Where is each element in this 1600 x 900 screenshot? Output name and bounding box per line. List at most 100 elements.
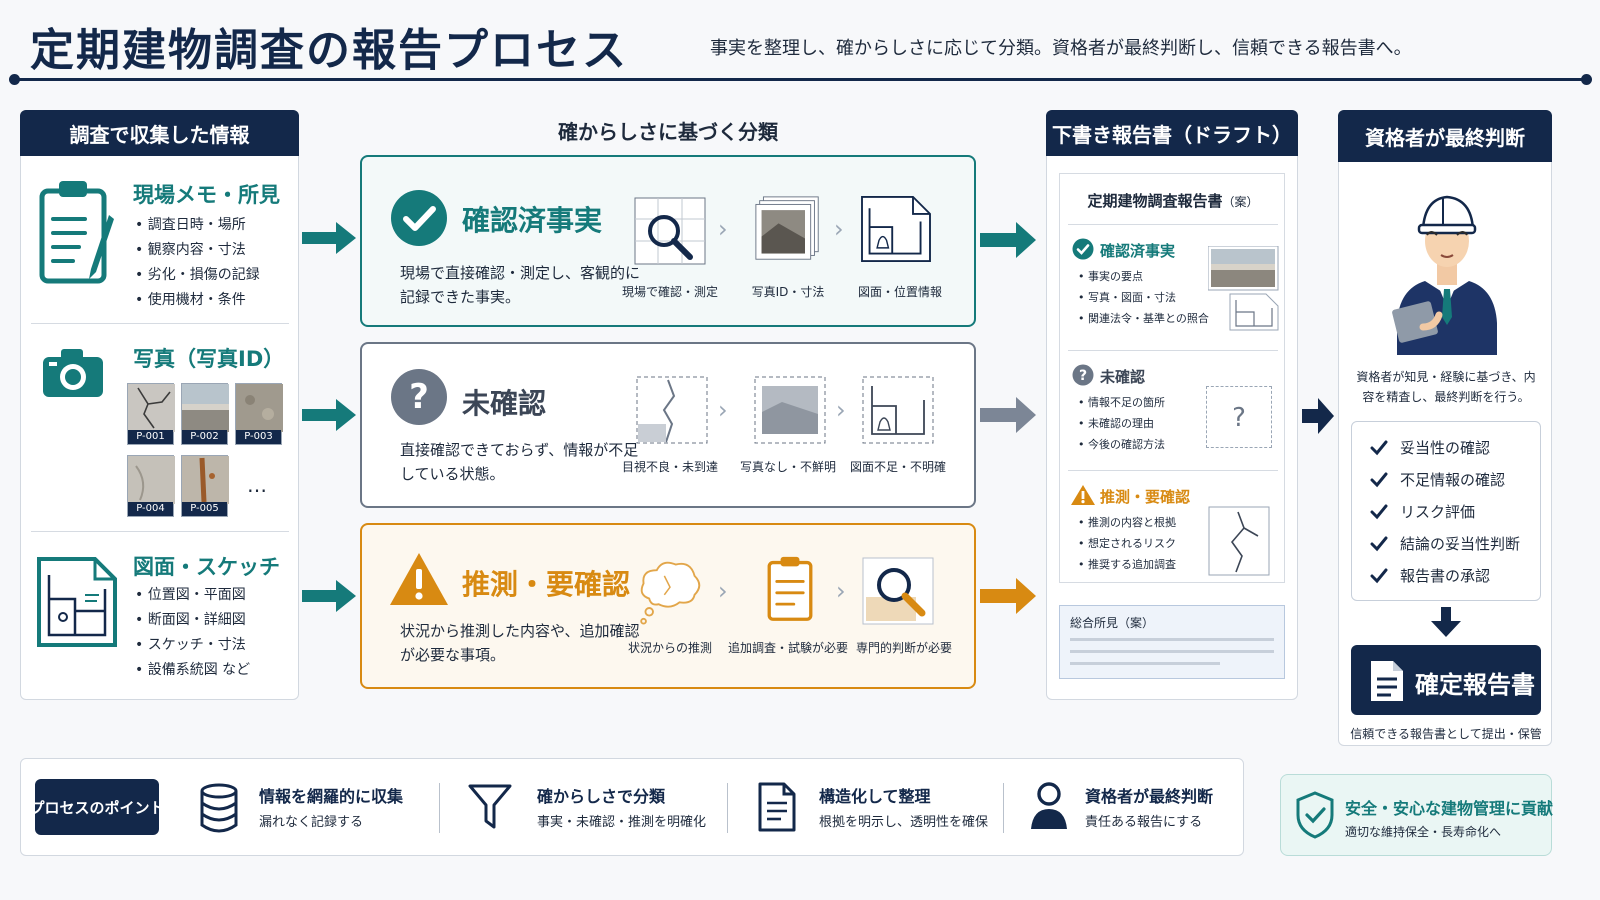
thumb-label: 状況からの推測: [627, 641, 712, 655]
review-check-item: 妥当性の確認: [1370, 432, 1520, 464]
process-points-label: プロセスのポイント: [30, 779, 165, 835]
chevron-right-icon: ›: [718, 215, 728, 243]
arrow-right-icon: [980, 222, 1036, 258]
photo-thumbnail: P-002: [181, 383, 229, 445]
draft-confirmed-item: 写真・図面・寸法: [1078, 287, 1209, 308]
svg-text:?: ?: [409, 377, 429, 417]
draft-report-title: 下書き報告書（ドラフト）: [1046, 110, 1298, 156]
rust-image: [182, 456, 229, 504]
draft-inferred-list: 推測の内容と根拠 想定されるリスク 推奨する追加調査: [1078, 512, 1176, 575]
photo-id: P-001: [128, 430, 173, 444]
question-circle-icon: ?: [1072, 364, 1094, 386]
summary-line: [1070, 638, 1274, 641]
arrow-right-icon: [980, 578, 1036, 614]
summary-title: 総合所見（案）: [1070, 616, 1155, 630]
page-title: 定期建物調査の報告プロセス: [30, 25, 628, 76]
photo-id: P-002: [182, 430, 227, 444]
draft-inferred-item: 想定されるリスク: [1078, 533, 1176, 554]
document-icon: [758, 782, 796, 832]
chevron-right-icon: ›: [718, 396, 728, 424]
draft-document: 定期建物調査報告書（案） 確認済事実 事実の要点 写真・図面・寸法 関連法令・基…: [1059, 173, 1285, 583]
check-icon: [1370, 504, 1388, 520]
draft-doc-title-text: 定期建物調査報告書: [1087, 192, 1223, 210]
field-notes-list: 調査日時・場所 観察内容・寸法 劣化・損傷の記録 使用機材・条件: [135, 213, 260, 313]
photo-thumbnail: P-003: [235, 383, 283, 445]
field-notes-item: 観察内容・寸法: [135, 238, 260, 263]
chevron-right-icon: ›: [836, 396, 846, 424]
thumb-label: 追加調査・試験が必要: [728, 641, 849, 655]
arrow-down-icon: [1431, 607, 1461, 637]
draft-unconfirmed-item: 今後の確認方法: [1078, 434, 1165, 455]
final-report-badge: 確定報告書: [1351, 645, 1541, 715]
unconfirmed-desc: 直接確認できておらず、情報が不足している状態。: [400, 441, 639, 483]
review-check-label: リスク評価: [1400, 503, 1476, 521]
unconfirmed-title: 未確認: [462, 387, 547, 420]
drawings-list: 位置図・平面図 断面図・詳細図 スケッチ・寸法 設備系統図 など: [135, 583, 250, 683]
filter-icon: [468, 784, 512, 829]
cracked-wall-icon: [1208, 506, 1270, 576]
chevron-right-icon: ›: [834, 215, 844, 243]
photo-stack-icon: [755, 196, 819, 260]
floor-plan-icon: [862, 376, 934, 444]
review-check-label: 結論の妥当性判断: [1400, 535, 1521, 553]
final-judgment-panel: 資格者が最終判断 資格者が知見・経験に基づき、内容を精査し、最終判断を行う。 妥…: [1338, 110, 1552, 746]
draft-confirmed-title: 確認済事実: [1100, 242, 1176, 260]
draft-confirmed-item: 事実の要点: [1078, 266, 1209, 287]
review-check-item: 結論の妥当性判断: [1370, 528, 1520, 560]
section-divider: [1068, 470, 1278, 471]
review-check-label: 報告書の承認: [1400, 567, 1491, 585]
classification-title: 確からしさに基づく分類: [558, 120, 778, 144]
crack-image: [128, 384, 175, 432]
draft-unconfirmed-item: 情報不足の箇所: [1078, 392, 1165, 413]
review-checklist: 妥当性の確認 不足情報の確認 リスク評価 結論の妥当性判断 報告書の承認: [1351, 421, 1541, 601]
photo-thumbnail: P-001: [127, 383, 175, 445]
contribution-badge: 安全・安心な建物管理に貢献 適切な維持保全・長寿命化へ: [1280, 774, 1554, 856]
field-notes-item: 使用機材・条件: [135, 288, 260, 313]
check-icon: [1370, 536, 1388, 552]
final-report-note: 信頼できる報告書として提出・保管: [1350, 727, 1542, 741]
parapet-image: [182, 384, 229, 432]
point-sub: 漏れなく記録する: [259, 815, 364, 830]
arrow-right-icon: [302, 222, 356, 254]
thumb-label: 専門的判断が必要: [855, 641, 952, 655]
contribution-title: 安全・安心な建物管理に貢献: [1345, 799, 1554, 818]
process-points-bar: プロセスのポイント 情報を網羅的に収集 漏れなく記録する 確からしさで分類 事実…: [20, 758, 1244, 856]
svg-text:?: ?: [1079, 368, 1087, 384]
review-checklist-items: 妥当性の確認 不足情報の確認 リスク評価 結論の妥当性判断 報告書の承認: [1370, 432, 1520, 592]
thumb-label: 現場で確認・測定: [621, 285, 718, 299]
review-check-item: 報告書の承認: [1370, 560, 1520, 592]
point-separator: [439, 783, 440, 833]
collected-info-title: 調査で収集した情報: [20, 110, 299, 156]
point-separator: [1003, 783, 1004, 833]
draft-inferred-item: 推奨する追加調査: [1078, 554, 1176, 575]
draft-unconfirmed-title: 未確認: [1100, 368, 1146, 386]
draft-unconfirmed-list: 情報不足の箇所 未確認の理由 今後の確認方法: [1078, 392, 1165, 455]
inspector-avatar: [1392, 195, 1497, 355]
point-title: 確からしさで分類: [537, 787, 666, 806]
photos-title: 写真（写真ID）: [133, 347, 285, 371]
arrow-right-icon: [302, 399, 356, 431]
draft-report-panel: 下書き報告書（ドラフト） 定期建物調査報告書（案） 確認済事実 事実の要点 写真…: [1046, 110, 1298, 700]
drawings-item: 設備系統図 など: [135, 658, 250, 683]
photo-thumbnail: P-005: [181, 455, 229, 517]
photo-and-plan-image: [1208, 246, 1279, 331]
floor-plan-icon: [37, 557, 117, 647]
field-notes-item: 調査日時・場所: [135, 213, 260, 238]
floor-plan-icon: [861, 195, 931, 263]
final-report-title: 確定報告書: [1415, 671, 1535, 699]
unconfirmed-card: ? 未確認 直接確認できておらず、情報が不足している状態。 目視不良・未到達 ›…: [360, 342, 976, 508]
section-divider: [1068, 224, 1278, 225]
document-icon: [1371, 661, 1403, 701]
drawings-item: 位置図・平面図: [135, 583, 250, 608]
thumb-label: 図面不足・不明確: [849, 460, 946, 474]
inspect-measure-icon: [634, 197, 706, 265]
check-icon: [1370, 568, 1388, 584]
magnifier-icon: [862, 557, 934, 625]
point-sub: 事実・未確認・推測を明確化: [537, 815, 707, 830]
check-icon: [1370, 472, 1388, 488]
draft-doc-title-suffix: （案）: [1222, 195, 1259, 209]
arrow-right-icon: [980, 397, 1036, 433]
confirmed-desc: 現場で直接確認・測定し、客観的に記録できた事実。: [400, 264, 641, 306]
section-divider: [31, 531, 289, 532]
check-circle-icon: [391, 190, 447, 246]
